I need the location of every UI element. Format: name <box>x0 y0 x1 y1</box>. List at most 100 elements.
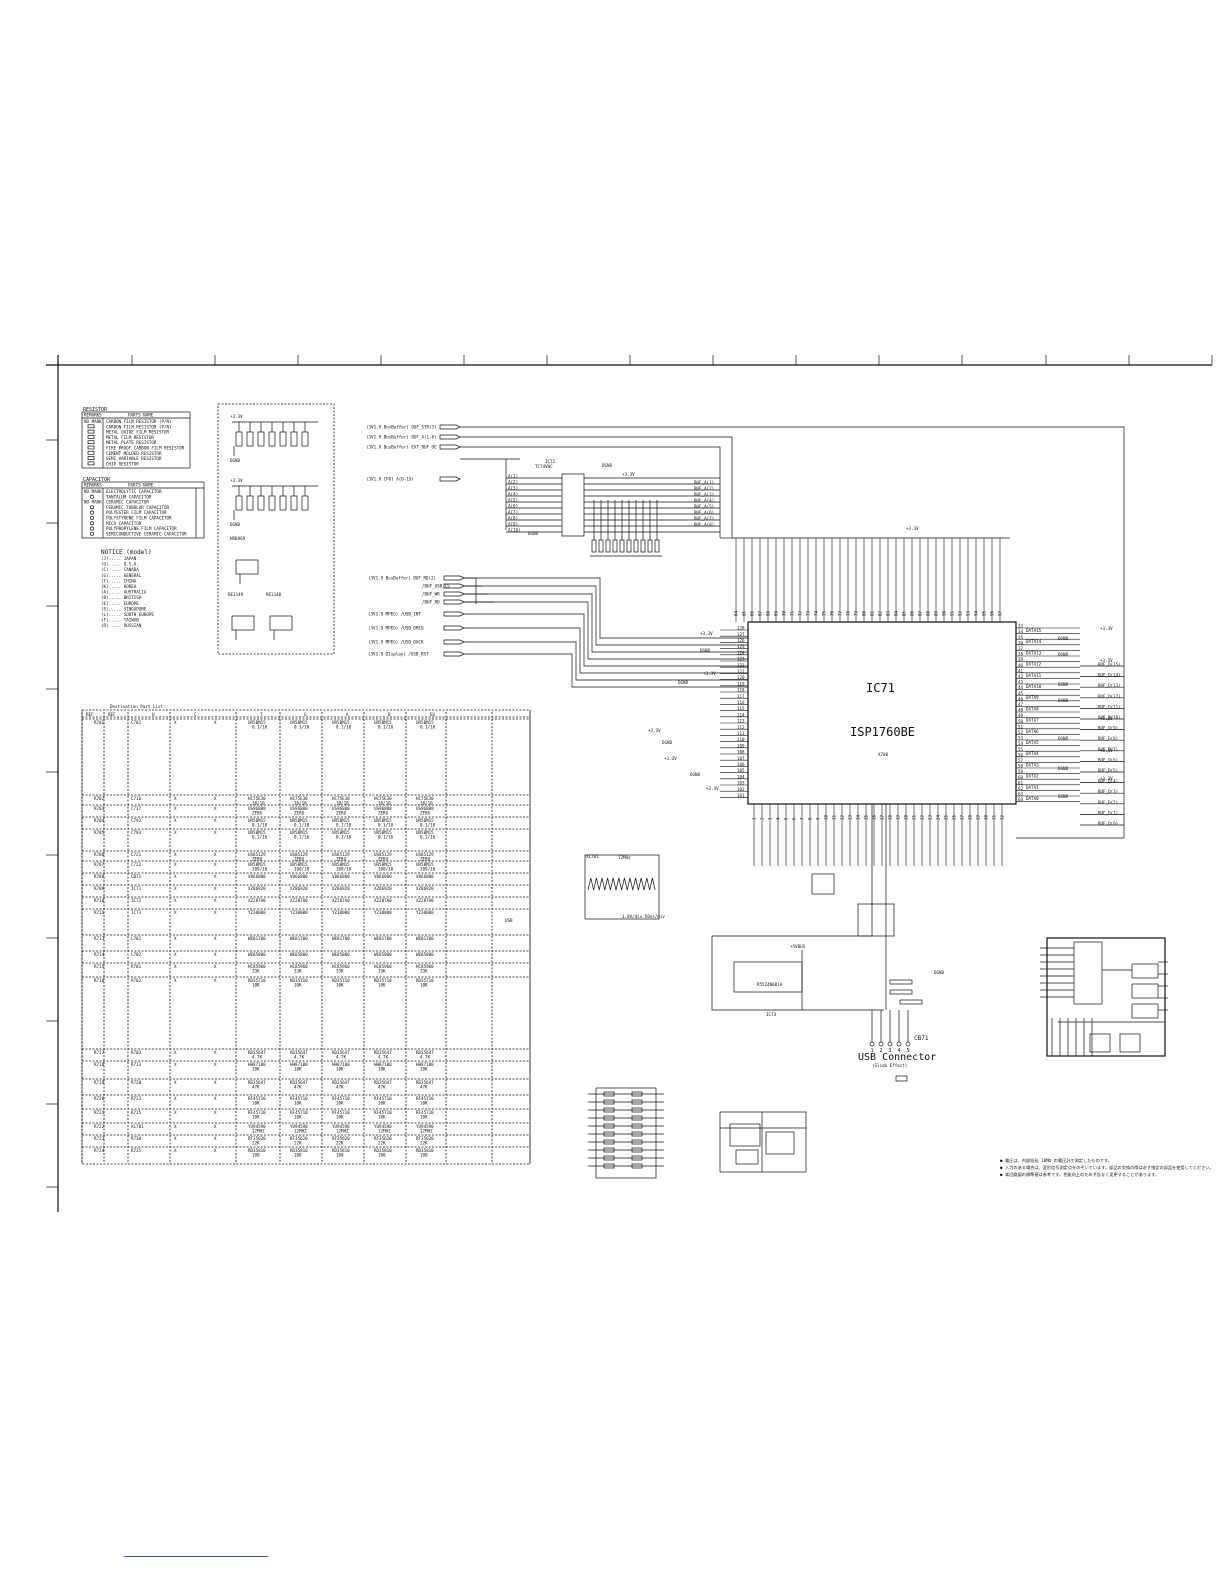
bus-port-arrow <box>443 591 465 597</box>
table-cell-ref: R708 <box>94 874 105 879</box>
notice-item: (T)..... CHINA <box>101 578 137 583</box>
ic-top-pin-number: 69 <box>774 610 779 616</box>
table-cell-value: RD35710 <box>248 978 266 983</box>
table-cell-value: 47K <box>336 1085 344 1090</box>
ic-right-pin-number: 35 <box>1018 635 1024 640</box>
table-cell-value: UR5BM15 <box>248 862 266 867</box>
table-cell-value: 22K <box>294 1141 302 1146</box>
buffer-input-label: A(6) <box>508 504 518 509</box>
power-resistor <box>246 495 254 511</box>
capacitor-legend-remark: NO MARK <box>84 500 102 505</box>
table-cell-value: UR5BM15 <box>248 818 266 823</box>
usb-connector-marker <box>895 1075 908 1082</box>
table-cell-value: RF45710 <box>332 1110 350 1115</box>
table-cell-ref: R717 <box>94 1050 105 1055</box>
capacitor-legend-part: TANTALUM CAPACITOR <box>106 494 152 499</box>
ic-top-pin-number: 79 <box>854 610 859 616</box>
buf-d-label: BUF_D(8) <box>1098 736 1118 741</box>
ic-left-pin-number: 123 <box>737 657 745 662</box>
table-cell-value: 47K <box>294 1085 302 1090</box>
table-cell-mark: X <box>214 1110 217 1115</box>
table-cell-value: 10K <box>378 983 386 988</box>
table-cell-value: US85129 <box>374 852 392 857</box>
table-cell-part: R713 <box>131 1062 142 1067</box>
table-cell-mark: X <box>214 796 217 801</box>
package-pad <box>631 1155 643 1161</box>
buffer-ground-label: DGND <box>528 531 539 536</box>
table-cell-value: 0.1/10 <box>378 823 394 828</box>
ic-top-pin-number: 72 <box>798 610 803 616</box>
ic-right-pin-number: 33 <box>1018 624 1024 629</box>
ic-top-pin-number: 77 <box>838 610 843 616</box>
table-cell-value: HH87100 <box>248 1062 266 1067</box>
table-cell-part: R701 <box>131 964 142 969</box>
table-cell-value: YU94590 <box>374 1124 392 1129</box>
table-cell-value: 100/10 <box>252 867 268 872</box>
ic-left-net-label: +3.3V <box>648 728 661 733</box>
table-cell-ref: R707 <box>94 862 105 867</box>
table-cell-value: RF35620 <box>290 1136 308 1141</box>
table-cell-value: 0.1/16 <box>252 835 268 840</box>
right-vcc-label: +3.3V <box>1100 658 1113 663</box>
power-resistor <box>257 495 265 511</box>
usb-pin-number: 4 <box>898 1048 901 1054</box>
table-cell-value: YU94590 <box>290 1124 308 1129</box>
table-cell-value: 10K <box>420 983 428 988</box>
usb-ground-label: DGND <box>934 970 945 975</box>
bus-port-arrow <box>443 575 465 581</box>
ic-right-pin-number: 64 <box>1018 797 1024 802</box>
waveform-label: XL701 <box>586 854 599 859</box>
note-1: ● 電圧は、内部抵抗 10MΩ の電圧計で測定したものです。 <box>1000 1157 1112 1164</box>
ic-left-pin-number: 115 <box>737 706 745 711</box>
ic-left-pin-number: 126 <box>737 638 745 643</box>
table-header-cell: A <box>346 712 349 717</box>
ic-right-pin-number: 44 <box>1018 685 1024 690</box>
package-pad <box>603 1155 615 1161</box>
table-cell-value: ZERO <box>420 811 431 816</box>
ic-right-pin-number: 34 <box>1018 629 1024 634</box>
bus-signal-label: (3V1.9 BusBuffer) DUF_STR(3) <box>366 425 437 430</box>
bus-signal-label: (3V1.9 DIsplay) /USB_RST <box>368 652 429 657</box>
table-cell-value: 100/10 <box>294 867 310 872</box>
ic-bottom-pin-number: 2 <box>760 817 765 820</box>
ic-left-pin-number: 116 <box>737 700 745 705</box>
resistor-legend-part: FIRE PROOF CARBON FILM RESISTOR <box>106 446 185 451</box>
table-cell-value: 100 <box>420 1153 428 1158</box>
table-cell-mark: X <box>214 886 217 891</box>
power-resistor <box>268 495 276 511</box>
table-cell-value: 10K <box>420 1067 428 1072</box>
vbus-label: +5VBUS <box>790 944 806 949</box>
table-cell-mark: X <box>214 806 217 811</box>
bus-port-arrow <box>443 651 465 657</box>
package-pad <box>631 1123 643 1129</box>
table-cell-value: 47K <box>420 1085 428 1090</box>
table-cell-ref: R721 <box>94 1110 105 1115</box>
table-cell-value: RF45710 <box>248 1096 266 1101</box>
table-cell-value: YZ30000 <box>248 910 266 915</box>
table-cell-part: C717 <box>131 806 142 811</box>
table-cell-value: RD35647 <box>416 1080 434 1085</box>
table-cell-mark: X <box>174 1148 177 1153</box>
ic-left-pin-number: 108 <box>737 750 745 755</box>
table-cell-value: 4.7K <box>420 1055 431 1060</box>
power-module <box>235 559 259 575</box>
resistor-legend-part: CHIP RESISTOR <box>106 461 139 466</box>
bus-port-arrow <box>439 434 461 440</box>
table-cell-ref: R723 <box>94 1136 105 1141</box>
power-resistor <box>235 431 243 447</box>
buffer-input-label: A(5) <box>508 498 518 503</box>
table-cell-value: YU94590 <box>332 1124 350 1129</box>
ic-right-pin-number: 38 <box>1018 652 1024 657</box>
ic-right-pin-number: 62 <box>1018 786 1024 791</box>
table-cell-ref: R703 <box>94 806 105 811</box>
ic-top-pin-number: 88 <box>926 610 931 616</box>
ic-top-pin-number: 75 <box>822 610 827 616</box>
table-cell-value: UR5BM15 <box>248 720 266 725</box>
buffer-input-label: A(7) <box>508 510 518 515</box>
buf-d-label: BUF_D(3) <box>1098 789 1118 794</box>
table-cell-value: 10K <box>420 1115 428 1120</box>
table-cell-ref: R720 <box>94 1096 105 1101</box>
ic-bottom-pin-number: 24 <box>936 814 941 820</box>
buffer-input-label: A(1) <box>508 474 518 479</box>
